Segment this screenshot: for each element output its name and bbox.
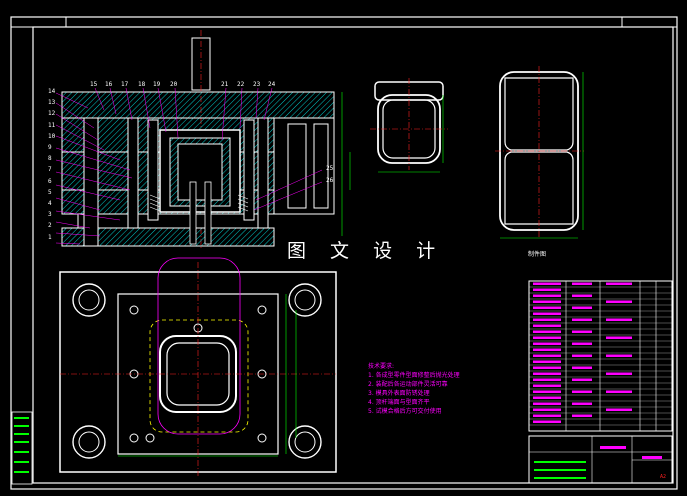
watermark-text: 图 文 设 计 (285, 236, 447, 263)
part-number-label: 16 (105, 81, 113, 88)
part-number-label: 5 (48, 188, 52, 196)
part-number-label: 10 (48, 132, 56, 140)
part-number-label: 1 (48, 233, 52, 241)
part-number-label: 3 (48, 211, 52, 219)
sheet-size-label: A2 (660, 474, 667, 480)
part-number-label: 9 (48, 144, 52, 151)
part-number-label: 15 (90, 81, 98, 88)
note-line-4: 4. 顶杆端面与型面齐平 (368, 399, 430, 406)
part-side-view (495, 66, 584, 239)
top-right-tab (621, 16, 678, 28)
part-number-label: 13 (48, 99, 56, 107)
note-line-3: 3. 模具外表面防锈处理 (368, 390, 430, 397)
note-line-5: 5. 试模合格后方可交付使用 (368, 408, 442, 415)
sheet-border (10, 16, 678, 490)
drawing-frame (32, 26, 674, 484)
notes-title: 技术要求: (368, 363, 395, 370)
part-number-label: 22 (237, 81, 245, 88)
part-number-label: 17 (121, 81, 129, 88)
parts-list-table (528, 280, 673, 432)
part-number-label: 14 (48, 88, 56, 95)
part-top-view (370, 78, 448, 173)
part-number-label: 7 (48, 166, 52, 174)
title-block (528, 435, 673, 484)
part-number-label: 18 (138, 81, 146, 88)
part-number-label: 12 (48, 110, 56, 118)
part-number-label: 8 (48, 155, 52, 163)
part-number-label: 6 (48, 177, 52, 185)
top-left-tab (10, 16, 67, 28)
technical-requirements: 技术要求: 1. 各成型零件型面修整后抛光处理 2. 装配后各运动部件灵活可靠 … (368, 362, 460, 416)
part-number-label: 19 (153, 81, 161, 88)
mold-plan-view (59, 257, 337, 476)
part-number-label: 23 (253, 81, 261, 88)
part-number-label: 20 (170, 81, 178, 88)
note-line-1: 1. 各成型零件型面修整后抛光处理 (368, 372, 460, 379)
part-number-label: 2 (48, 222, 52, 230)
revision-block (11, 411, 33, 485)
note-line-2: 2. 装配后各运动部件灵活可靠 (368, 381, 448, 388)
part-number-label: 11 (48, 121, 56, 129)
part-number-label: 26 (326, 177, 334, 184)
part-scale-label: 制件图 (528, 250, 546, 258)
mold-section-view (55, 30, 351, 250)
part-number-label: 25 (326, 165, 334, 172)
part-number-label: 21 (221, 81, 229, 88)
part-number-label: 24 (268, 81, 276, 88)
part-number-label: 4 (48, 200, 52, 207)
